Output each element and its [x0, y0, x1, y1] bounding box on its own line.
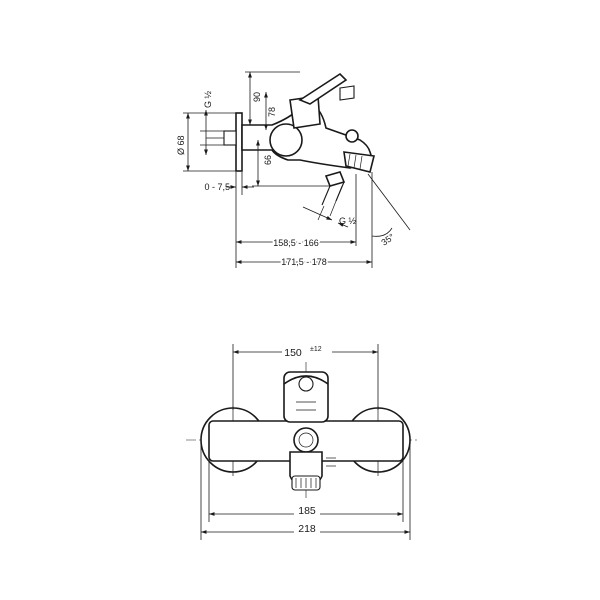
angle-label: 35°: [379, 231, 396, 247]
thread-spout-label: G ½: [339, 216, 357, 226]
width-185-label: 185: [298, 505, 316, 517]
length-1-label: 158,5 - 166: [273, 238, 319, 248]
thread-left-label: G ½: [203, 90, 213, 108]
width-218-label: 218: [298, 523, 316, 535]
spout-outlet: [343, 151, 375, 173]
wall-rosette: [235, 112, 243, 172]
lever: [298, 72, 348, 105]
hose-connection: [324, 171, 346, 187]
handle-top: [283, 371, 329, 423]
height-66-label: 66: [263, 155, 273, 165]
spacing-tolerance-label: ±12: [310, 346, 322, 353]
connection-pipe: [223, 130, 237, 146]
diverter-knob: [345, 129, 359, 143]
height-78-label: 78: [267, 107, 277, 117]
side-view: G ½ Ø 68 90 78: [176, 71, 411, 269]
top-view: 150 ±12 185 218: [186, 343, 418, 540]
wall-offset-label: 0 - 7,5: [204, 182, 230, 192]
spacing-value-label: 150: [284, 347, 302, 359]
diameter-label: Ø 68: [176, 135, 186, 155]
height-90-label: 90: [252, 92, 262, 102]
length-2-label: 171,5 - 178: [281, 257, 327, 267]
